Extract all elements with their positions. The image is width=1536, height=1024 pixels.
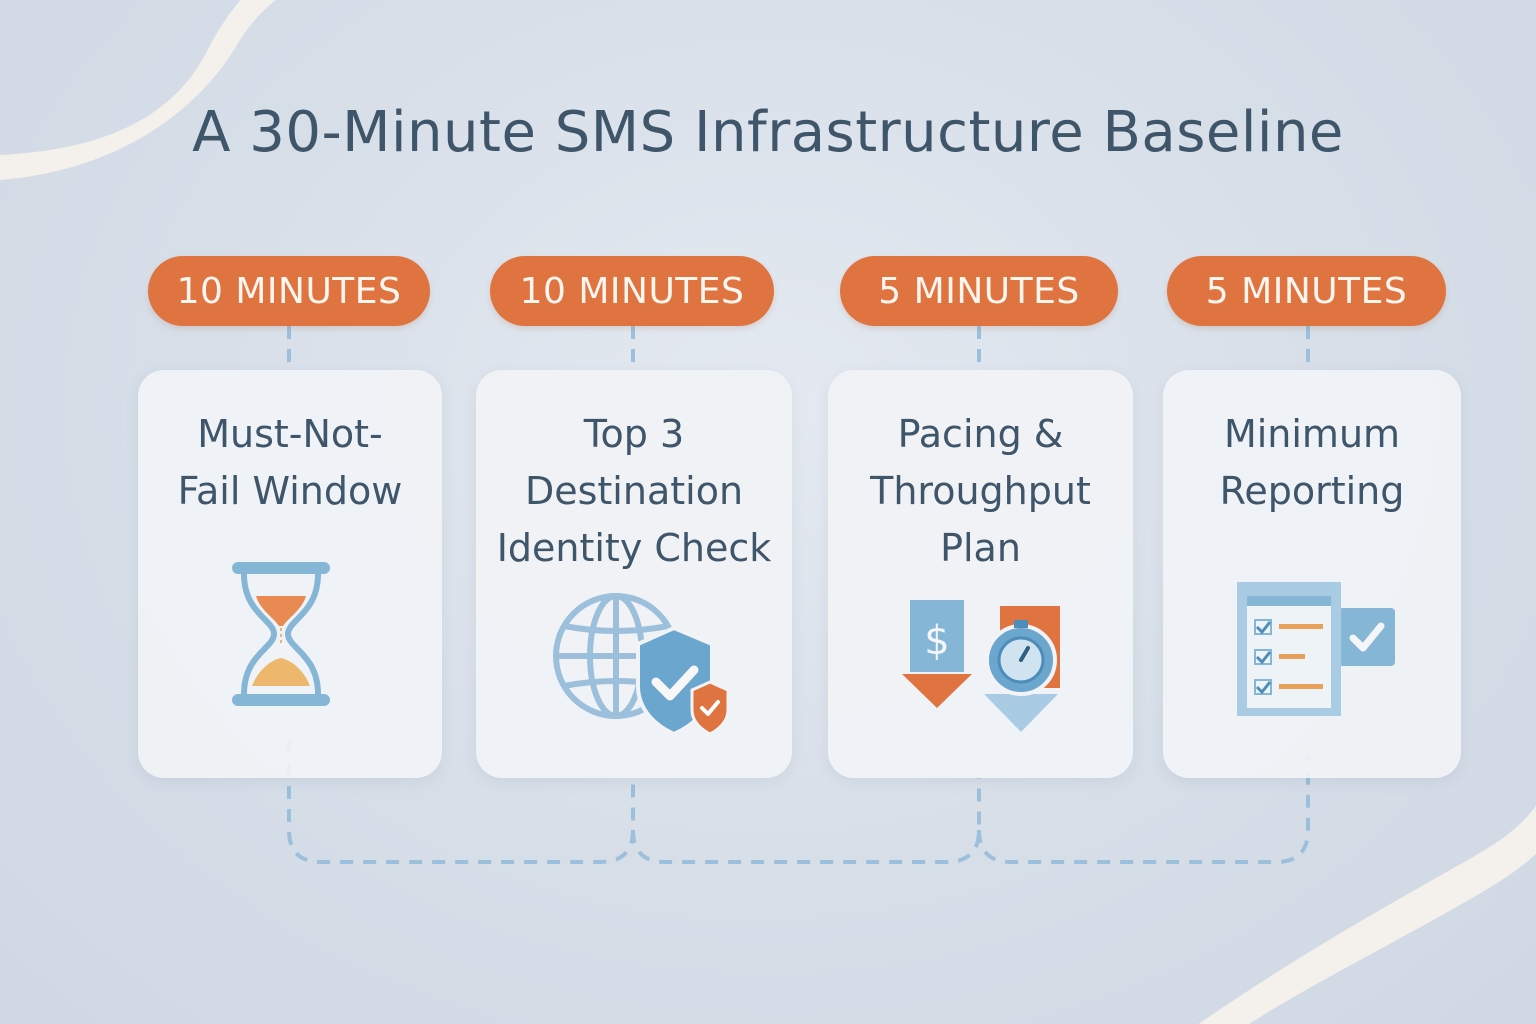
step-card-minimum-reporting: Minimum Reporting [1163,370,1461,778]
duration-badge-step-2: 10 MINUTES [490,256,774,326]
step-title-line: Pacing & [897,412,1064,456]
duration-badge-step-3: 5 MINUTES [840,256,1118,326]
step-title-line: Minimum [1223,412,1401,456]
step-title-line: Identity Check [496,526,772,570]
step-title-line: Fail Window [177,469,403,513]
hourglass-icon [232,562,330,706]
step-title: Minimum Reporting [1163,406,1461,520]
step-title-line: Must-Not- [197,412,383,456]
page-title: A 30-Minute SMS Infrastructure Baseline [192,100,1344,165]
step-title-line: Plan [940,526,1021,570]
duration-badge-step-1: 10 MINUTES [148,256,430,326]
step-title-line: Reporting [1219,469,1405,513]
step-title-line: Throughput [870,469,1091,513]
globe-shield-icon [553,593,730,737]
step-title-line: Top 3 [583,412,685,456]
step-card-pacing-throughput-plan: Pacing & Throughput Plan $ [828,370,1133,778]
step-title-line: Destination [524,469,744,513]
svg-text:$: $ [924,618,949,664]
step-title: Must-Not- Fail Window [138,406,442,520]
checklist-report-icon [1237,582,1395,716]
step-card-must-not-fail-window: Must-Not- Fail Window [138,370,442,778]
dollar-stopwatch-icon: $ [902,600,1060,732]
step-title: Pacing & Throughput Plan [828,406,1133,577]
step-card-destination-identity-check: Top 3 Destination Identity Check [476,370,792,778]
step-title: Top 3 Destination Identity Check [476,406,792,577]
duration-badge-step-4: 5 MINUTES [1167,256,1446,326]
